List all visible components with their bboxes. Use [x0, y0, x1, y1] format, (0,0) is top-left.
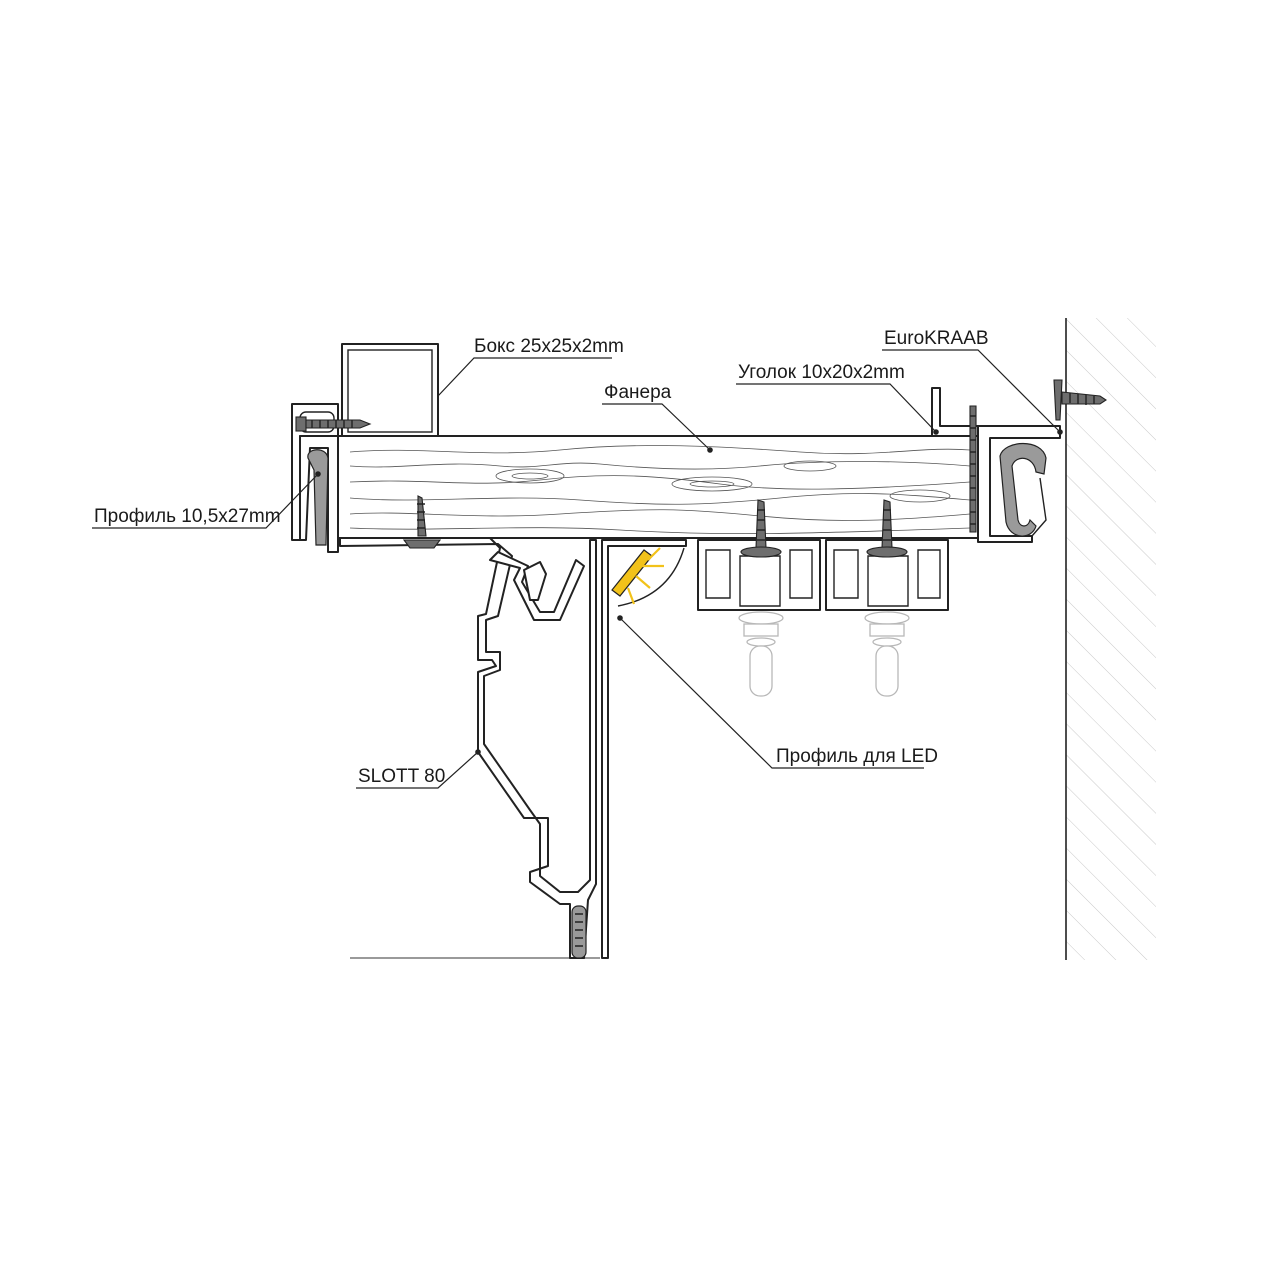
curtain-hook-1: [738, 611, 784, 697]
curtain-hook-2: [864, 611, 910, 697]
label-plywood: Фанера: [604, 382, 672, 403]
rail-screw-2: [866, 499, 908, 558]
label-eurokraab: EuroKRAAB: [884, 328, 989, 349]
label-angle: Уголок 10x20x2mm: [738, 362, 905, 383]
screw-wall: [1053, 379, 1107, 421]
callout-slott: SLOTT 80: [356, 749, 481, 789]
label-profile-left: Профиль 10,5x27mm: [94, 506, 281, 527]
plywood-board: [337, 435, 979, 539]
label-slott: SLOTT 80: [358, 766, 445, 787]
callout-plywood: Фанера: [602, 382, 713, 453]
callout-box: Бокс 25x25x2mm: [437, 336, 624, 397]
callout-angle: Уголок 10x20x2mm: [736, 362, 939, 435]
slott-80-profile: [339, 537, 597, 959]
callout-eurokraab: EuroKRAAB: [882, 328, 1063, 435]
callout-profile-left: Профиль 10,5x27mm: [92, 471, 321, 529]
rail-screw-1: [740, 499, 782, 558]
eurokraab-profile: [977, 425, 1061, 543]
screw-right-vertical: [969, 405, 977, 533]
led-profile: [601, 539, 687, 959]
screw-left-vertical: [402, 495, 442, 549]
callout-led-profile: Профиль для LED: [617, 615, 938, 769]
wall: [1065, 318, 1156, 960]
screw-left-horizontal: [295, 416, 372, 432]
curtain-rails: [697, 539, 949, 611]
label-box: Бокс 25x25x2mm: [474, 336, 624, 357]
label-led-profile: Профиль для LED: [776, 746, 938, 767]
